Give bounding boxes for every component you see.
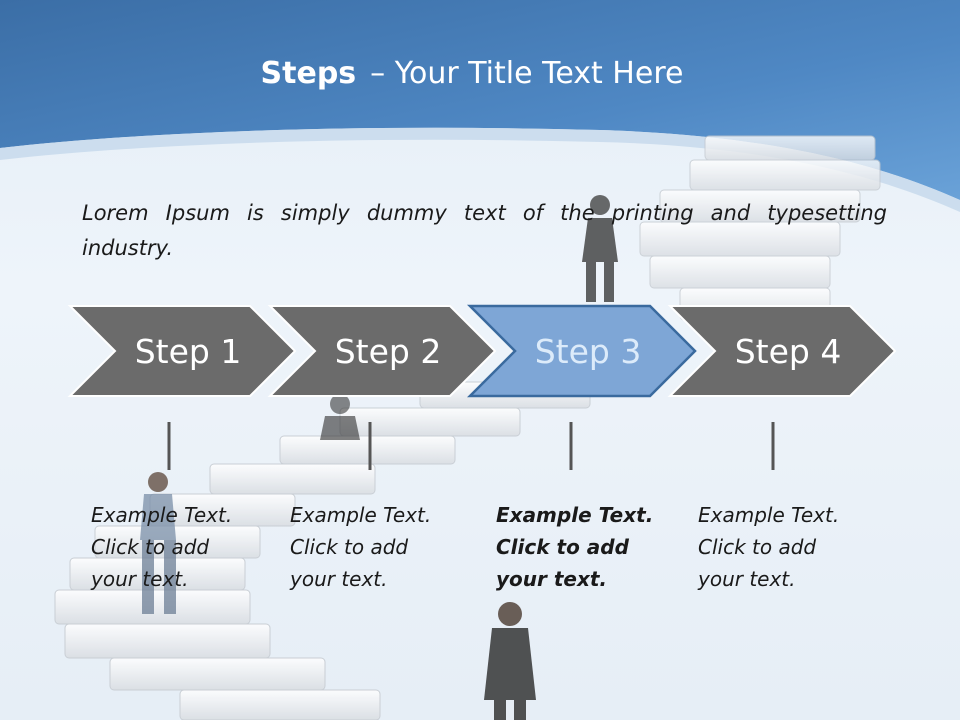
title-bold-word: Steps [260,56,357,91]
person-middle-silhouette [320,394,360,440]
books-stack-right [639,135,881,321]
step-4-description[interactable]: Example Text. Click to add your text. [698,499,878,595]
step-3-desc-line-1: Example Text. [496,503,654,527]
step-3-shape [466,304,697,398]
step-2-shape [267,305,497,397]
person-bottom-silhouette [484,602,536,720]
step-1-description[interactable]: Example Text. Click to add your text. [91,499,271,595]
step-1-desc-line-2: Click to add [91,535,210,559]
step-1-label: Step 1 [135,332,242,371]
step-4-desc-line-1: Example Text. [698,503,840,527]
step-2-label: Step 2 [335,332,442,371]
step-2-desc-line-1: Example Text. [290,503,432,527]
slide-title: Steps – Your Title Text Here [0,52,944,96]
step-3-label: Step 3 [535,332,642,371]
step-4-label: Step 4 [735,332,842,371]
step-3-chevron[interactable]: Step 3 [466,304,697,398]
step-1-desc-line-1: Example Text. [91,503,233,527]
step-2-desc-line-2: Click to add [290,535,409,559]
step-3-description[interactable]: Example Text. Click to add your text. [496,499,676,595]
step-4-shape [667,305,897,397]
person-top-silhouette [582,195,618,302]
person-left-silhouette [140,472,176,614]
step-2-desc-line-3: your text. [290,567,388,591]
step-2-chevron[interactable]: Step 2 [267,305,497,397]
title-rest: – Your Title Text Here [370,56,684,91]
step-3-desc-line-2: Click to add [496,535,629,559]
intro-text: Lorem Ipsum is simply dummy text of the … [82,201,887,260]
step-2-description[interactable]: Example Text. Click to add your text. [290,499,470,595]
step-4-desc-line-3: your text. [698,567,796,591]
step-1-chevron[interactable]: Step 1 [67,305,297,397]
step-4-chevron[interactable]: Step 4 [667,305,897,397]
step-3-desc-line-3: your text. [496,567,608,591]
step-1-desc-line-3: your text. [91,567,189,591]
step-1-shape [67,305,297,397]
step-4-desc-line-2: Click to add [698,535,817,559]
